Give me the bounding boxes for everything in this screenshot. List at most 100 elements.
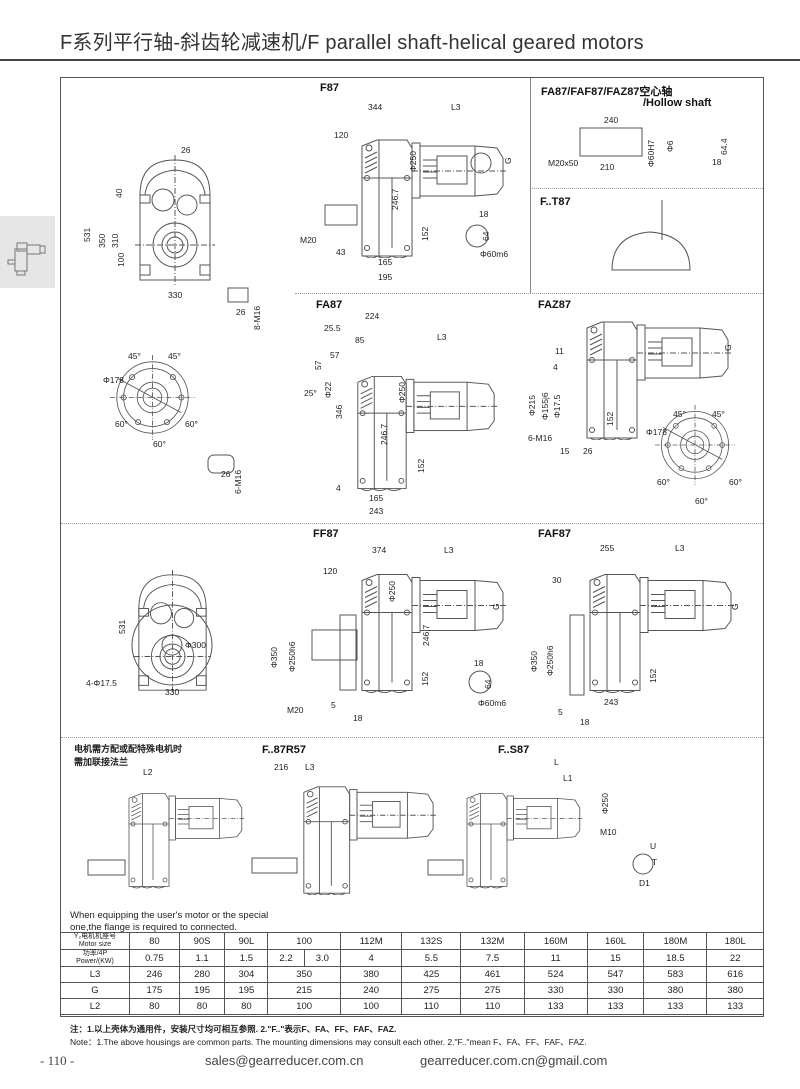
dim-label: 152 bbox=[420, 226, 430, 241]
section-tab[interactable] bbox=[0, 216, 55, 288]
divider bbox=[530, 188, 763, 189]
dim-label: 531 bbox=[117, 619, 127, 634]
dim-label: L3 bbox=[451, 102, 461, 112]
dim-label: 57 bbox=[330, 350, 340, 360]
dim-label: L3 bbox=[305, 762, 315, 772]
table-cell: 110 bbox=[460, 998, 525, 1015]
dim-label: Φ250 bbox=[600, 793, 610, 814]
dim-label: Φ22 bbox=[323, 381, 333, 398]
dim-label: 60° bbox=[153, 439, 166, 449]
dim-label: L3 bbox=[675, 543, 685, 553]
row-header: L3 bbox=[60, 966, 130, 983]
dim-label: 60° bbox=[729, 477, 742, 487]
row-header-cn: Y₂电机机座号 bbox=[73, 933, 117, 940]
dim-label: 350 bbox=[97, 233, 107, 248]
dim-label: 60° bbox=[695, 496, 708, 506]
dim-label: 45° bbox=[128, 351, 141, 361]
view-title: FAF87 bbox=[538, 528, 572, 540]
view-title: /Hollow shaft bbox=[643, 97, 712, 109]
dim-label: Φ6 bbox=[665, 140, 675, 152]
dim-label: 344 bbox=[368, 102, 383, 112]
dim-label: L1 bbox=[563, 773, 573, 783]
table-cell: 2.2 bbox=[267, 949, 305, 967]
table-cell: 3.0 bbox=[303, 949, 341, 967]
dim-label: 5 bbox=[558, 707, 563, 717]
view-title: F87 bbox=[320, 82, 339, 94]
page-number: - 110 - bbox=[40, 1053, 75, 1068]
table-cell: 132M bbox=[460, 932, 525, 950]
table-cell: 112M bbox=[339, 932, 403, 950]
dim-label: Φ178 bbox=[646, 427, 667, 437]
table-cell: 616 bbox=[706, 966, 764, 983]
dim-label: U bbox=[650, 841, 657, 851]
view-title: FA87/FAF87/FAZ87空心轴 bbox=[541, 86, 673, 98]
dim-label: 243 bbox=[369, 506, 384, 516]
table-cell: 280 bbox=[178, 966, 226, 983]
table-cell: 275 bbox=[401, 982, 462, 999]
view-title: F..T87 bbox=[540, 196, 571, 208]
dim-label: 18 bbox=[580, 717, 590, 727]
dim-label: 26 bbox=[181, 145, 191, 155]
dim-label: 246.7 bbox=[390, 188, 400, 210]
dim-label: 26 bbox=[236, 307, 246, 317]
dim-label: Φ215 bbox=[527, 395, 537, 416]
dim-label: 330 bbox=[168, 290, 183, 300]
dim-label: 18 bbox=[479, 209, 489, 219]
dim-label: 246.7 bbox=[379, 423, 389, 445]
view-title: FF87 bbox=[313, 528, 339, 540]
dim-label: 30 bbox=[552, 575, 562, 585]
dim-label: 8-M16 bbox=[252, 305, 262, 330]
dim-label: G bbox=[503, 157, 513, 164]
dim-label: T bbox=[652, 857, 658, 867]
header-divider bbox=[0, 59, 800, 61]
dim-label: 6-M16 bbox=[233, 469, 243, 494]
table-cell: 583 bbox=[643, 966, 708, 983]
table-cell: 100 bbox=[339, 998, 403, 1015]
table-cell: 547 bbox=[586, 966, 645, 983]
table-cell: 80 bbox=[129, 932, 180, 950]
table-cell: 100 bbox=[267, 932, 341, 950]
dim-label: 45° bbox=[712, 409, 725, 419]
table-cell: 22 bbox=[706, 949, 764, 967]
table-cell: 90S bbox=[178, 932, 226, 950]
dim-label: 64 bbox=[481, 231, 491, 241]
dim-label: 60° bbox=[115, 419, 128, 429]
dim-label: 18 bbox=[474, 658, 484, 668]
email-link[interactable]: sales@gearreducer.com.cn bbox=[205, 1053, 364, 1068]
dim-label: Φ250h6 bbox=[545, 645, 555, 676]
dim-label: 165 bbox=[369, 493, 384, 503]
dim-label: G bbox=[730, 603, 740, 610]
dim-label: 45° bbox=[168, 351, 181, 361]
dim-label: M20 bbox=[300, 235, 317, 245]
dim-label: 152 bbox=[605, 411, 615, 426]
dim-label: 240 bbox=[604, 115, 619, 125]
dim-label: 6-M16 bbox=[528, 433, 553, 443]
table-cell: 240 bbox=[339, 982, 403, 999]
dim-label: 18 bbox=[712, 157, 722, 167]
dim-label: 15 bbox=[560, 446, 570, 456]
view-title: F..87R57 bbox=[262, 744, 307, 756]
dim-label: 531 bbox=[82, 227, 92, 242]
email-link[interactable]: gearreducer.com.cn@gmail.com bbox=[420, 1053, 608, 1068]
table-cell: 133 bbox=[643, 998, 708, 1015]
dim-label: 330 bbox=[165, 687, 180, 697]
dim-label: Φ250h6 bbox=[287, 641, 297, 672]
dim-label: 120 bbox=[334, 130, 349, 140]
dim-label: L bbox=[554, 757, 559, 767]
divider bbox=[530, 78, 531, 293]
dim-label: 195 bbox=[378, 272, 393, 282]
table-cell: 304 bbox=[224, 966, 269, 983]
dim-label: 165 bbox=[378, 257, 393, 267]
table-cell: 380 bbox=[706, 982, 764, 999]
dim-label: 25° bbox=[304, 388, 317, 398]
dim-label: 224 bbox=[365, 311, 380, 321]
table-note: When equipping the user's motor or the s… bbox=[70, 910, 269, 921]
dim-label: 346 bbox=[334, 404, 344, 419]
dim-label: Φ155j6 bbox=[540, 392, 550, 420]
dim-label: 18 bbox=[353, 713, 363, 723]
dim-label: Φ60H7 bbox=[646, 139, 656, 167]
